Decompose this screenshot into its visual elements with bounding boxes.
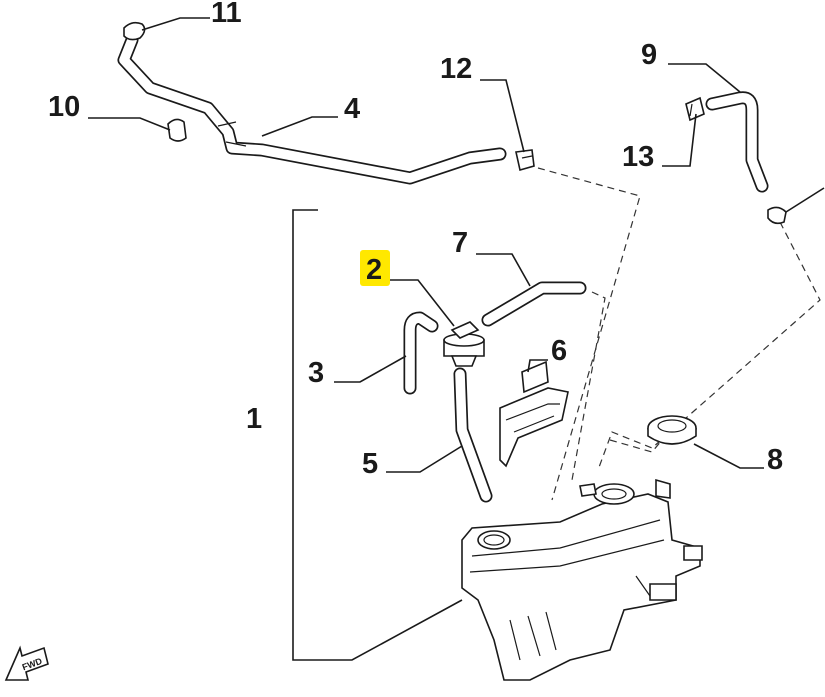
- group-bracket-1: [292, 209, 463, 661]
- hose-clamp-9-lower[interactable]: [767, 206, 787, 225]
- hose-clip-12[interactable]: [515, 149, 535, 172]
- callout-7[interactable]: 7: [452, 227, 468, 259]
- hose-clip-11[interactable]: [123, 21, 146, 41]
- callout-12[interactable]: 12: [440, 53, 472, 85]
- tee-connector-2[interactable]: [443, 321, 485, 367]
- hose-clip-13[interactable]: [685, 96, 705, 122]
- leader-lines: [88, 17, 825, 473]
- shield-plate-6[interactable]: [499, 360, 569, 468]
- callout-2[interactable]: 2: [366, 254, 382, 286]
- callout-3[interactable]: 3: [308, 357, 324, 389]
- callout-5[interactable]: 5: [362, 448, 378, 480]
- callout-6[interactable]: 6: [551, 335, 567, 367]
- hose-7[interactable]: [481, 281, 587, 327]
- hose-3[interactable]: [403, 311, 439, 395]
- expansion-tank-1[interactable]: [461, 478, 703, 681]
- callout-8[interactable]: 8: [767, 444, 783, 476]
- fwd-arrow-icon: FWD: [4, 645, 49, 681]
- dashed-reference-lines: [537, 167, 821, 501]
- callout-9[interactable]: 9: [641, 39, 657, 71]
- callout-2-highlight: [360, 250, 390, 286]
- hose-4[interactable]: [117, 33, 507, 185]
- callout-labels: 11 4 10 12 9 13 2 7 3 6 1 5 8: [48, 0, 783, 480]
- hose-9[interactable]: [705, 91, 769, 193]
- callout-11[interactable]: 11: [211, 0, 242, 29]
- callout-13[interactable]: 13: [622, 141, 654, 173]
- reservoir-cap-8[interactable]: [647, 415, 697, 445]
- callout-4[interactable]: 4: [344, 93, 360, 125]
- hose-clamp-10[interactable]: [167, 118, 187, 142]
- hose-5[interactable]: [453, 367, 493, 503]
- callout-1[interactable]: 1: [246, 403, 262, 435]
- callout-10[interactable]: 10: [48, 91, 80, 123]
